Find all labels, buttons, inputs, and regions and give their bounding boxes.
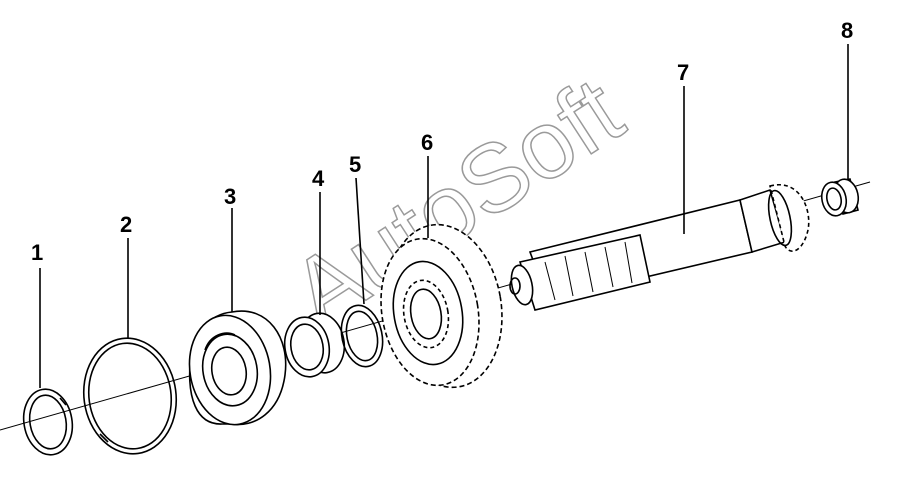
part-3-ball-bearing xyxy=(188,310,287,426)
leader-line-5 xyxy=(355,177,365,305)
part-label-5: 5 xyxy=(349,152,361,177)
part-6-gear xyxy=(380,223,503,389)
part-label-1: 1 xyxy=(31,240,43,265)
part-label-8: 8 xyxy=(841,18,853,43)
part-label-7: 7 xyxy=(677,60,689,85)
part-7-shaft xyxy=(509,183,810,311)
part-2-snap-ring xyxy=(82,337,178,455)
part-8-needle-bearing xyxy=(820,178,860,217)
part-1-snap-ring xyxy=(22,388,74,456)
part-label-6: 6 xyxy=(421,130,433,155)
part-label-4: 4 xyxy=(312,166,325,191)
part-label-2: 2 xyxy=(120,212,132,237)
part-4-bushing xyxy=(283,312,346,378)
part-label-3: 3 xyxy=(224,184,236,209)
part-5-retaining-ring xyxy=(340,304,384,368)
